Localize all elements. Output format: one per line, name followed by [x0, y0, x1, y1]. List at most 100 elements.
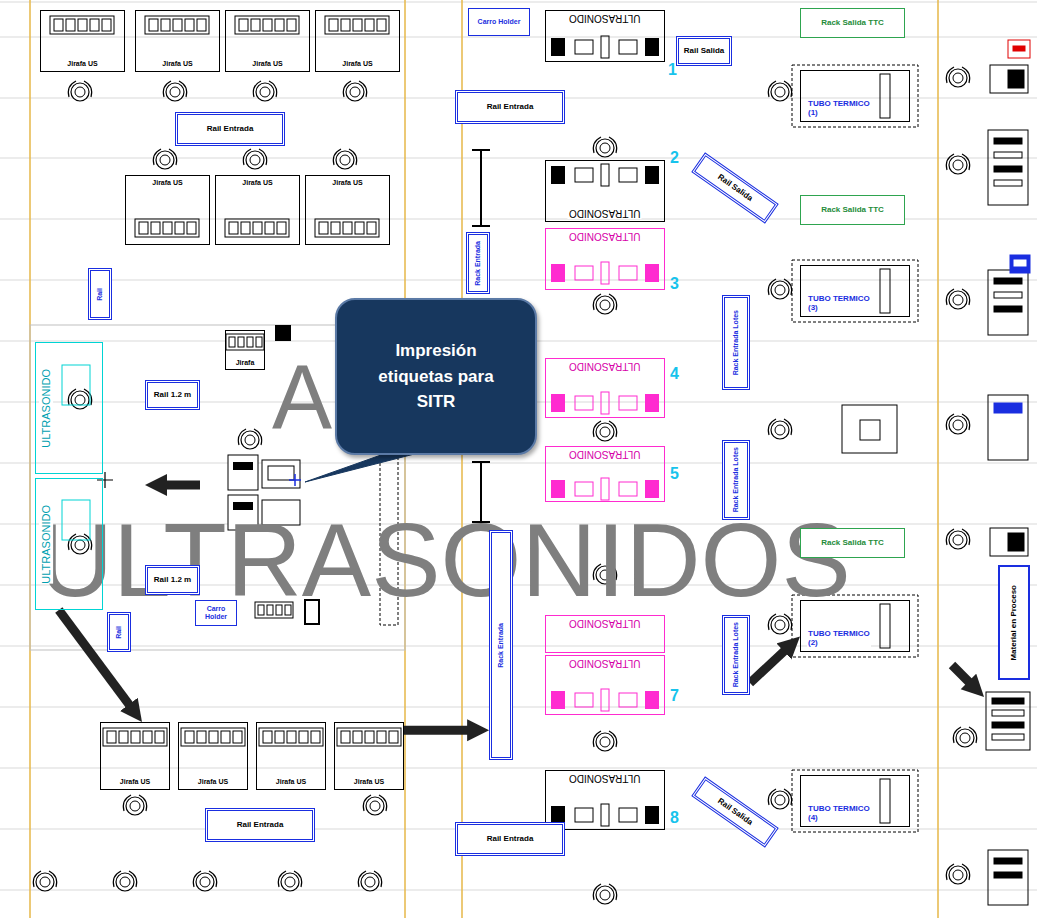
- callout-text: Impresión etiquetas para SITR: [367, 338, 505, 415]
- jirafa-machine: Jirafa US: [315, 10, 400, 72]
- node-label: ULTRASONIDO: [568, 618, 642, 629]
- operator-seats-part: [123, 795, 146, 815]
- ultrasonic-machine: ULTRASONIDO: [35, 478, 103, 610]
- material-box: Material en Proceso: [998, 565, 1030, 680]
- right-stations-part: [988, 850, 1028, 905]
- node-label: Rail Salida: [683, 47, 725, 56]
- ultrasonic-machine: ULTRASONIDO: [545, 228, 665, 290]
- node-label: TUBO TERMICO (3): [807, 295, 871, 313]
- node-label: Jirafa US: [341, 60, 373, 68]
- node-label: Rail Entrada: [486, 835, 535, 844]
- node-label: Carro Holder: [197, 605, 235, 620]
- node-label: Jirafa US: [241, 179, 273, 187]
- jirafa-displays-part: [103, 728, 167, 746]
- jirafa-displays-part: [225, 219, 289, 237]
- callout-number: 4: [670, 366, 679, 382]
- node-label: ULTRASONIDO: [568, 231, 642, 242]
- jirafa-machine: Jirafa US: [256, 722, 326, 790]
- ultrasonic-details: [62, 36, 659, 826]
- jirafa-machine: Jirafa US: [100, 722, 170, 790]
- operator-seats-part: [768, 279, 791, 299]
- ultrasonic-machine: ULTRASONIDO: [545, 446, 665, 502]
- operator-seats-part: [193, 871, 216, 891]
- node-label: Rack Salida TTC: [820, 539, 885, 548]
- ultrasonic-machine: ULTRASONIDO: [545, 655, 665, 715]
- rack-box: Rail: [88, 268, 112, 320]
- rail-box: Rail Salida: [676, 36, 732, 66]
- ultrasonic-details-part: [551, 689, 659, 711]
- operator-seats-part: [243, 149, 266, 169]
- operator-seats-part: [363, 795, 386, 815]
- printing-station-part: [275, 325, 291, 341]
- node-label: Jirafa US: [161, 60, 193, 68]
- right-stations-part: [994, 138, 1022, 144]
- right-stations: [986, 40, 1030, 905]
- node-label: ULTRASONIDO: [568, 773, 642, 784]
- heat-tube-details-part: [880, 269, 890, 313]
- right-stations-part: [994, 306, 1022, 312]
- operator-seats-part: [358, 871, 381, 891]
- node-label: Jirafa US: [353, 778, 385, 786]
- operator-seats-part: [946, 864, 969, 884]
- holder-cart: Carro Holder: [195, 600, 237, 626]
- printing-station-part: [228, 455, 258, 490]
- jirafa-displays-part: [50, 16, 114, 34]
- jirafa-machine: Jirafa US: [125, 175, 210, 245]
- heat-tube-details-part: [792, 770, 918, 832]
- ultrasonic-machine: ULTRASONIDO: [545, 160, 665, 222]
- flow-arrows-part: [161, 481, 200, 490]
- node-label: Jirafa US: [331, 179, 363, 187]
- operator-seats-part: [946, 529, 969, 549]
- callout-number: 5: [670, 466, 679, 482]
- ultrasonic-details-part: [551, 392, 659, 414]
- operator-seats-part: [68, 389, 91, 409]
- node-label: Rack Entrada Lotes: [731, 310, 741, 375]
- node-label: Jirafa US: [197, 778, 229, 786]
- node-label: Jirafa US: [119, 778, 151, 786]
- node-label: Rail 1.2 m: [153, 576, 192, 585]
- node-label: Jirafa US: [151, 179, 183, 187]
- right-stations-part: [1008, 533, 1024, 551]
- node-label: ULTRASONIDO: [568, 658, 642, 669]
- jirafa-machine: Jirafa US: [40, 10, 125, 72]
- node-label: Jirafa US: [251, 60, 283, 68]
- right-stations-part: [994, 278, 1022, 284]
- right-stations-part: [994, 292, 1022, 298]
- printing-station-part: [233, 462, 253, 470]
- node-label: Rail Salida: [715, 172, 755, 204]
- operator-seats-part: [768, 419, 791, 439]
- node-label: Rail Entrada: [236, 821, 285, 830]
- rail-box: Rail 1.2 m: [145, 565, 200, 595]
- operator-seats: [33, 67, 976, 904]
- node-label: ULTRASONIDO: [568, 449, 642, 460]
- jirafa-machine: Jirafa US: [178, 722, 248, 790]
- rack-box: Rack Entrada Lotes: [722, 615, 750, 695]
- flow-arrow: [404, 726, 473, 735]
- right-stations-part: [986, 692, 1030, 750]
- operator-seats-part: [593, 294, 616, 314]
- operator-seats-part: [153, 149, 176, 169]
- ultrasonic-details-part: [97, 472, 113, 488]
- flow-arrow: [59, 610, 133, 709]
- node-label: Rail: [114, 626, 124, 639]
- node-label: Rack Entrada: [496, 623, 506, 668]
- right-stations-part: [1010, 255, 1030, 273]
- operator-seats-part: [253, 81, 276, 101]
- ultrasonic-machine: ULTRASONIDO: [35, 342, 103, 474]
- right-stations-part: [990, 528, 1028, 556]
- jirafa-machine: Jirafa US: [135, 10, 220, 72]
- right-stations-part: [994, 403, 1022, 413]
- ultrasonic-details-part: [62, 365, 90, 405]
- right-stations-part: [1014, 260, 1026, 266]
- heat-tube-details: [792, 65, 918, 832]
- node-label: TUBO TERMICO (1): [807, 100, 871, 118]
- heat-tube-details-part: [860, 420, 880, 440]
- operator-seats-part: [953, 727, 976, 747]
- ultrasonic-details-part: [551, 262, 659, 284]
- jirafa-displays-part: [337, 728, 401, 746]
- watermark-letter: A: [272, 352, 332, 442]
- flow-arrows-part: [952, 665, 973, 686]
- right-stations-part: [1008, 70, 1024, 88]
